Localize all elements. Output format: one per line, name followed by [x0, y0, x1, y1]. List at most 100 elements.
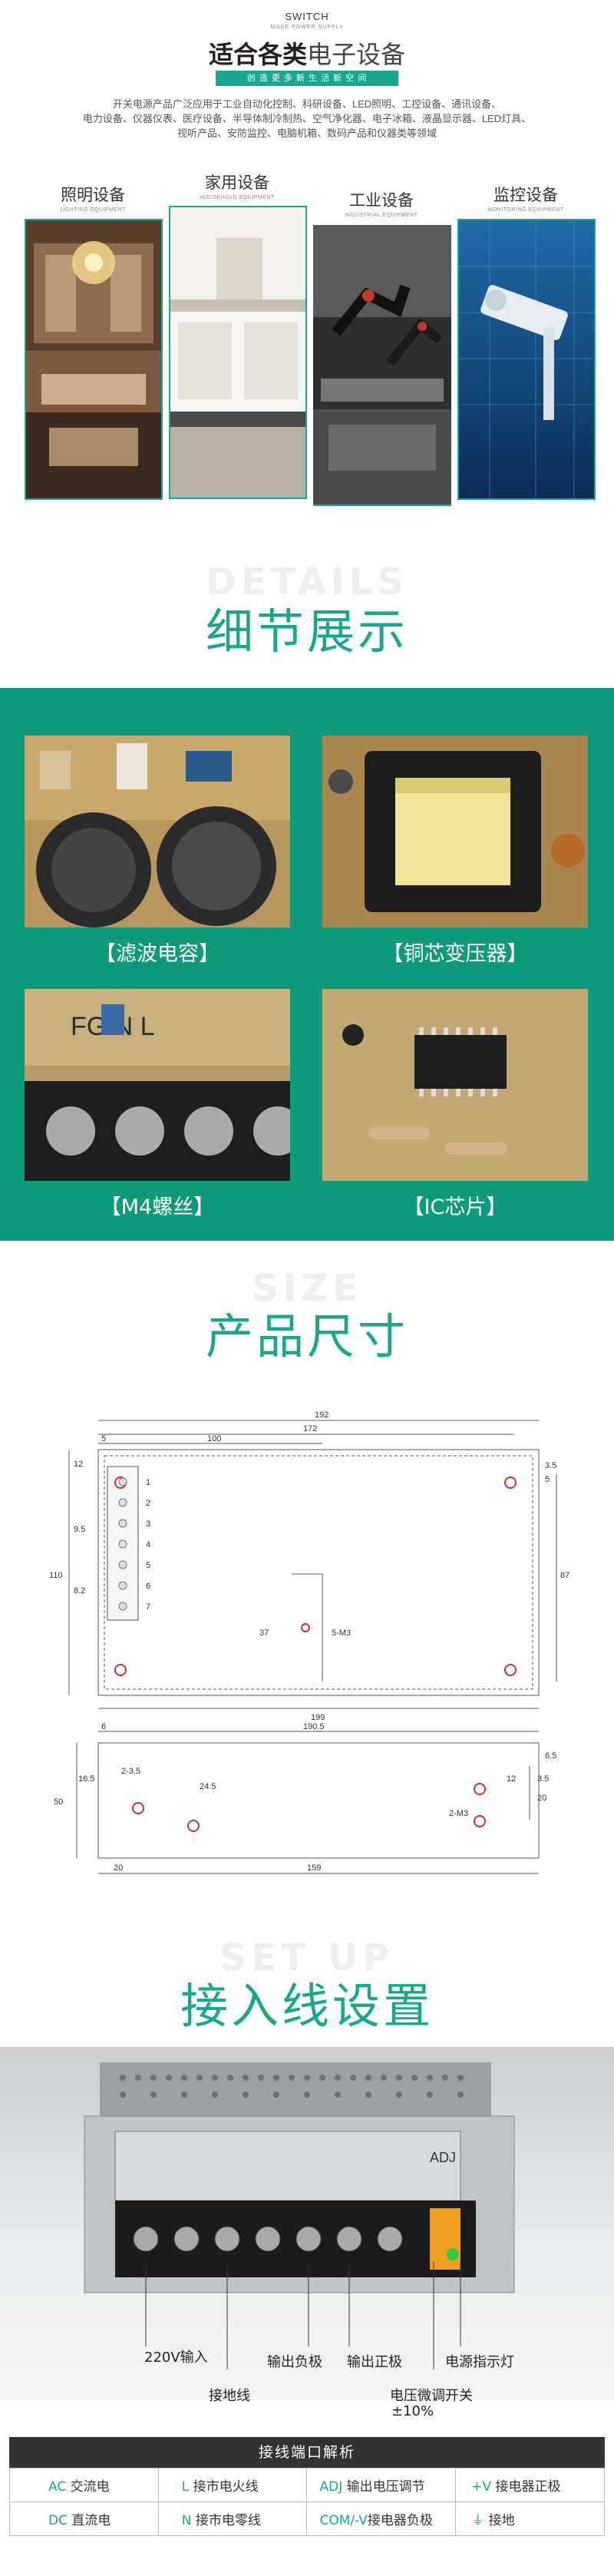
callout-fine-tune-range: ±10%: [391, 2403, 434, 2419]
dim-192: 192: [315, 1410, 328, 1420]
setup-ghost: SET UP: [220, 1936, 394, 1979]
ic-chip-photo: [322, 989, 588, 1181]
terminal-number: 1: [146, 1478, 150, 1487]
detail-caption: 【滤波电容】: [95, 942, 220, 966]
capacitor-photo: [25, 736, 290, 928]
dim-16-5: 16.5: [78, 1774, 94, 1784]
intro-text: 开关电源产品广泛应用于工业自动化控制、科研设备、LED照明、工控设备、通讯设备、…: [46, 97, 568, 141]
detail-caption: 【M4螺丝】: [100, 1195, 215, 1219]
wiring-table: AC 交流电 L 接市电火线 ADJ 输出电压调节 +V 接电器正极 DC 直流…: [9, 2468, 605, 2536]
setup-title: 接入线设置: [180, 1978, 434, 2034]
dim-100: 100: [207, 1434, 221, 1443]
table-cell: AC 交流电: [9, 2468, 159, 2502]
cell-key: DC: [48, 2513, 68, 2528]
size-title-wrap: 产品尺寸: [0, 1298, 614, 1367]
detail-caption: 【铜芯变压器】: [382, 942, 528, 966]
details-header: DETAILS: [0, 561, 614, 603]
adj-label: ADJ: [430, 2150, 456, 2165]
cell-text: 接电器负极: [367, 2513, 433, 2528]
size-ghost: SIZE: [251, 1267, 363, 1310]
table-cell: +V 接电器正极: [455, 2468, 605, 2502]
app-title: 监控设备: [494, 186, 558, 204]
app-card-household: 家用设备 HOUSEHOLD EQUIPMENT: [169, 170, 305, 200]
details-ghost: DETAILS: [206, 561, 408, 603]
transformer-photo: [322, 736, 588, 928]
app-card-lighting: 照明设备 LIGHTING EQUIPMENT: [25, 183, 161, 213]
app-subtitle: MONITORING EQUIPMENT: [487, 207, 564, 213]
app-subtitle: LIGHTING EQUIPMENT: [60, 207, 126, 213]
intro-line: 电力设备、仪器仪表、医疗设备、半导体制冷制热、空气净化器、电子冰箱、液晶显示器、…: [82, 113, 532, 124]
details-title-wrap: 细节展示: [0, 593, 614, 662]
callout-ground-wire: 接地线: [209, 2388, 250, 2404]
cell-key: ADJ: [319, 2479, 343, 2495]
dim-3-5b: 3.5: [537, 1774, 549, 1784]
callout-power-indicator: 电源指示灯: [445, 2354, 514, 2370]
terminal-number: 3: [146, 1519, 150, 1529]
cell-text: 接地: [488, 2513, 515, 2528]
cell-text: 接电器正极: [495, 2479, 561, 2495]
title-bold: 适合各类: [208, 40, 307, 69]
app-subtitle: HOUSEHOLD EQUIPMENT: [200, 195, 275, 200]
wiring-table-title: 接线端口解析: [9, 2437, 605, 2468]
cell-key: AC: [48, 2479, 67, 2495]
dim-190-5: 190.5: [303, 1722, 325, 1731]
dim-87: 87: [560, 1571, 569, 1580]
dimension-drawings: 192 172 100 5 12 9.5 8.2 110 87 3.5 5 37…: [31, 1405, 583, 1896]
detail-caption: 【IC芯片】: [403, 1195, 507, 1219]
cell-key: N: [181, 2513, 192, 2528]
dimension-svg: 192 172 100 5 12 9.5 8.2 110 87 3.5 5 37…: [49, 1410, 569, 1874]
callout-ac-input: 220V输入: [144, 2349, 208, 2366]
industrial-photo: [313, 225, 451, 506]
details-section: 【滤波电容】 【铜芯变压器】 FG N L 【M4螺丝】: [0, 688, 614, 1241]
screws-photo: FG N L: [25, 989, 290, 1181]
cell-key: COM/-V: [319, 2513, 368, 2528]
top-outline: [97, 1449, 540, 1696]
app-title: 照明设备: [61, 186, 125, 204]
dim-2-m3: 2-M3: [449, 1809, 468, 1818]
dim-24-5: 24.5: [200, 1782, 216, 1791]
terminal-number: 5: [146, 1561, 150, 1570]
dim-172: 172: [303, 1424, 317, 1433]
eyebrow: SWITCH: [285, 11, 329, 22]
dim-2-3-5: 2-3.5: [121, 1767, 140, 1776]
size-title: 产品尺寸: [205, 1308, 408, 1364]
dim-199: 199: [311, 1713, 325, 1722]
tagline-badge: 创 造 更 多 新 生 活 新 空 间: [216, 71, 398, 86]
details-title: 细节展示: [205, 603, 408, 660]
size-header: SIZE: [0, 1267, 614, 1310]
monitoring-photo: [457, 219, 596, 500]
dim-20b: 20: [114, 1863, 123, 1873]
dim-20a: 20: [537, 1794, 546, 1803]
dim-37: 37: [259, 1629, 269, 1638]
terminal-number: 4: [146, 1540, 150, 1549]
household-photo: [169, 206, 307, 499]
dim-6-5: 6.5: [545, 1751, 556, 1761]
dim-12: 12: [74, 1460, 83, 1469]
table-cell: N 接市电零线: [157, 2502, 308, 2536]
table-row: AC 交流电 L 接市电火线 ADJ 输出电压调节 +V 接电器正极: [9, 2468, 605, 2502]
cell-key: L: [181, 2479, 190, 2495]
dim-9-5: 9.5: [74, 1525, 85, 1534]
callout-output-negative: 输出负极: [267, 2354, 322, 2370]
dim-159: 159: [307, 1863, 321, 1873]
eyebrow-sub: MODE POWER SUPPLY: [270, 25, 344, 30]
callout-fine-tune: 电压微调开关: [390, 2388, 473, 2404]
table-cell: ADJ 输出电压调节: [306, 2468, 457, 2502]
intro-line: 视听产品、安防监控、电脑机箱、数码产品和仪器类等领域: [177, 127, 437, 139]
dim-3-5: 3.5: [545, 1461, 556, 1470]
table-cell: ⏚ 接地: [455, 2502, 605, 2536]
app-card-monitoring: 监控设备 MONITORING EQUIPMENT: [457, 183, 594, 213]
ground-icon: ⏚: [471, 2513, 485, 2528]
app-subtitle: INDUSTRIAL EQUIPMENT: [345, 213, 418, 218]
cell-text: 接市电火线: [193, 2479, 259, 2495]
dim-5: 5: [101, 1434, 106, 1443]
callout-output-positive: 输出正极: [347, 2354, 402, 2370]
table-cell: DC 直流电: [9, 2502, 159, 2536]
cell-text: 接市电零线: [195, 2513, 261, 2528]
power-supply-illustration: ADJ: [84, 2062, 515, 2369]
table-row: DC 直流电 N 接市电零线 COM/-V接电器负极 ⏚ 接地: [9, 2502, 605, 2536]
table-cell: L 接市电火线: [157, 2468, 308, 2502]
dim-110: 110: [49, 1571, 63, 1580]
setup-title-wrap: 接入线设置: [0, 1967, 614, 2036]
dim-5b: 5: [545, 1475, 550, 1484]
